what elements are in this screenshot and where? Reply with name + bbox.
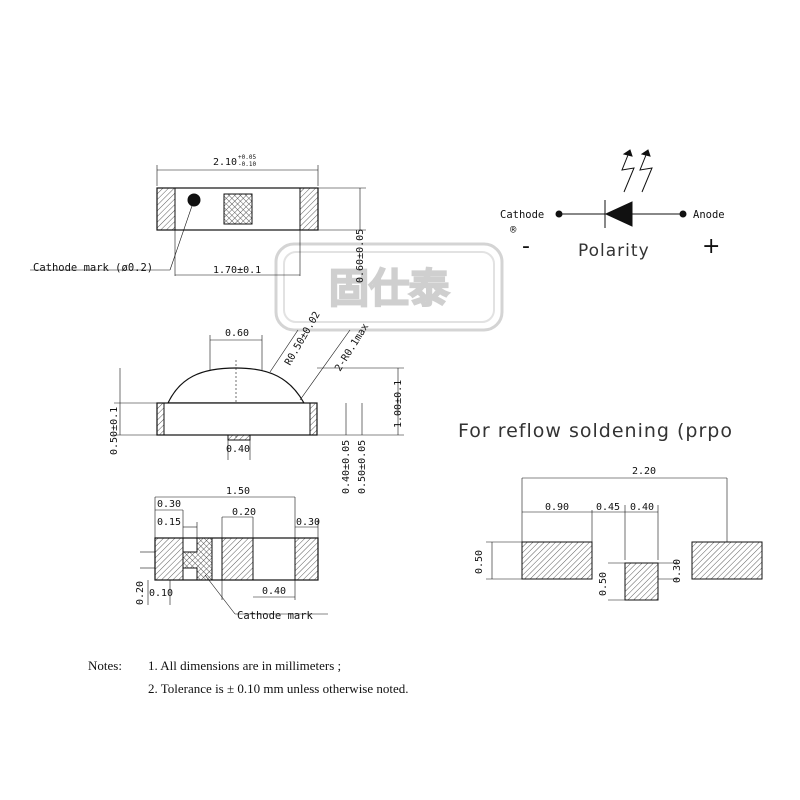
reflow-title: For reflow soldening (prpo xyxy=(458,420,733,442)
cathode-label: Cathode xyxy=(500,209,544,221)
reflow-left-pad xyxy=(521,541,593,580)
bottom-dim-040: 0.40 xyxy=(262,586,286,597)
top-width-tol-upper: +0.05 xyxy=(238,154,256,161)
reflow-right-pad xyxy=(691,541,763,580)
top-view: 2.10 +0.05 -0.10 0.60±0.05 1.70±0.1 Cath… xyxy=(30,154,366,283)
diode-triangle xyxy=(604,201,633,227)
anode-label: Anode xyxy=(693,209,725,221)
note-2: 2. Tolerance is ± 0.10 mm unless otherwi… xyxy=(148,681,409,696)
side-left-terminal xyxy=(156,402,165,436)
polarity-symbol: Cathode Anode Polarity - + ® xyxy=(500,149,725,261)
bottom-dim-015: 0.15 xyxy=(157,517,181,528)
dome-width-dimension: 0.60 xyxy=(225,328,249,339)
polarity-title: Polarity xyxy=(578,241,650,261)
bottom-dim-030-right: 0.30 xyxy=(296,517,320,528)
registered-mark: ® xyxy=(510,224,517,236)
side-bottom-pad xyxy=(227,434,251,441)
notes: Notes: 1. All dimensions are in millimet… xyxy=(88,658,409,696)
top-chip xyxy=(223,193,253,225)
reflow-dim-center-pad: 0.40 xyxy=(630,502,654,513)
top-width-dimension: 2.10 xyxy=(213,157,237,168)
plus-sign: + xyxy=(702,234,720,259)
watermark-text: 固仕泰 xyxy=(329,266,450,312)
top-inner-width-dimension: 1.70±0.1 xyxy=(213,265,261,276)
bottom-right-pad xyxy=(294,537,319,581)
reflow-dim-pad-height: 0.50 xyxy=(474,550,485,574)
anode-terminal-dot xyxy=(679,210,687,218)
top-height-dimension: 0.60±0.05 xyxy=(355,229,366,283)
side-pad-width-dimension: 0.40 xyxy=(226,444,250,455)
reflow-dim-center-right: 0.30 xyxy=(672,559,683,583)
bottom-dim-030-left: 0.30 xyxy=(157,499,181,510)
side-right-terminal xyxy=(309,402,318,436)
side-total-height-dimension: 1.00±0.1 xyxy=(393,380,404,428)
top-left-pad xyxy=(156,187,176,231)
top-cathode-mark-label: Cathode mark (ø0.2) xyxy=(33,262,153,274)
reflow-dim-center-height: 0.50 xyxy=(598,572,609,596)
note-1: 1. All dimensions are in millimeters ; xyxy=(148,658,341,673)
bottom-dim-010: 0.10 xyxy=(149,588,173,599)
bottom-dim-150: 1.50 xyxy=(226,486,250,497)
cathode-terminal-dot xyxy=(555,210,563,218)
bottom-dim-020-top: 0.20 xyxy=(232,507,256,518)
bottom-left-pad xyxy=(154,537,184,581)
reflow-dim-total: 2.20 xyxy=(632,466,656,477)
side-dim-b: 0.50±0.05 xyxy=(357,440,368,494)
bottom-cathode-notch xyxy=(182,537,213,581)
bottom-cathode-mark-label: Cathode mark xyxy=(237,610,314,622)
watermark: 固仕泰 xyxy=(274,242,504,332)
reflow-dim-pad: 0.90 xyxy=(545,502,569,513)
top-right-pad xyxy=(299,187,319,231)
notes-label: Notes: xyxy=(88,658,122,673)
bottom-center-pad xyxy=(221,537,254,581)
reflow-center-pad xyxy=(624,562,659,601)
watermark-frame xyxy=(274,242,504,332)
reflow-footprint: 2.20 0.90 0.45 0.40 0.50 0.50 0.30 xyxy=(474,466,763,601)
side-dim-a: 0.40±0.05 xyxy=(341,440,352,494)
bottom-dim-020-side: 0.20 xyxy=(135,581,146,605)
minus-sign: - xyxy=(522,234,530,259)
side-body-height-dimension: 0.50±0.1 xyxy=(109,407,120,455)
side-base-body xyxy=(156,402,318,436)
side-view: 0.60 R0.50±0.02 2-R0.1max 0.50±0.1 0.40 … xyxy=(109,310,404,494)
dome-radius-label: R0.50±0.02 xyxy=(283,310,323,368)
top-width-tol-lower: -0.10 xyxy=(238,161,256,168)
bottom-view: 1.50 0.30 0.15 0.20 0.30 0.20 0.10 0.40 xyxy=(135,486,328,622)
watermark-inner-frame xyxy=(283,251,495,323)
reflow-dim-gap: 0.45 xyxy=(596,502,620,513)
